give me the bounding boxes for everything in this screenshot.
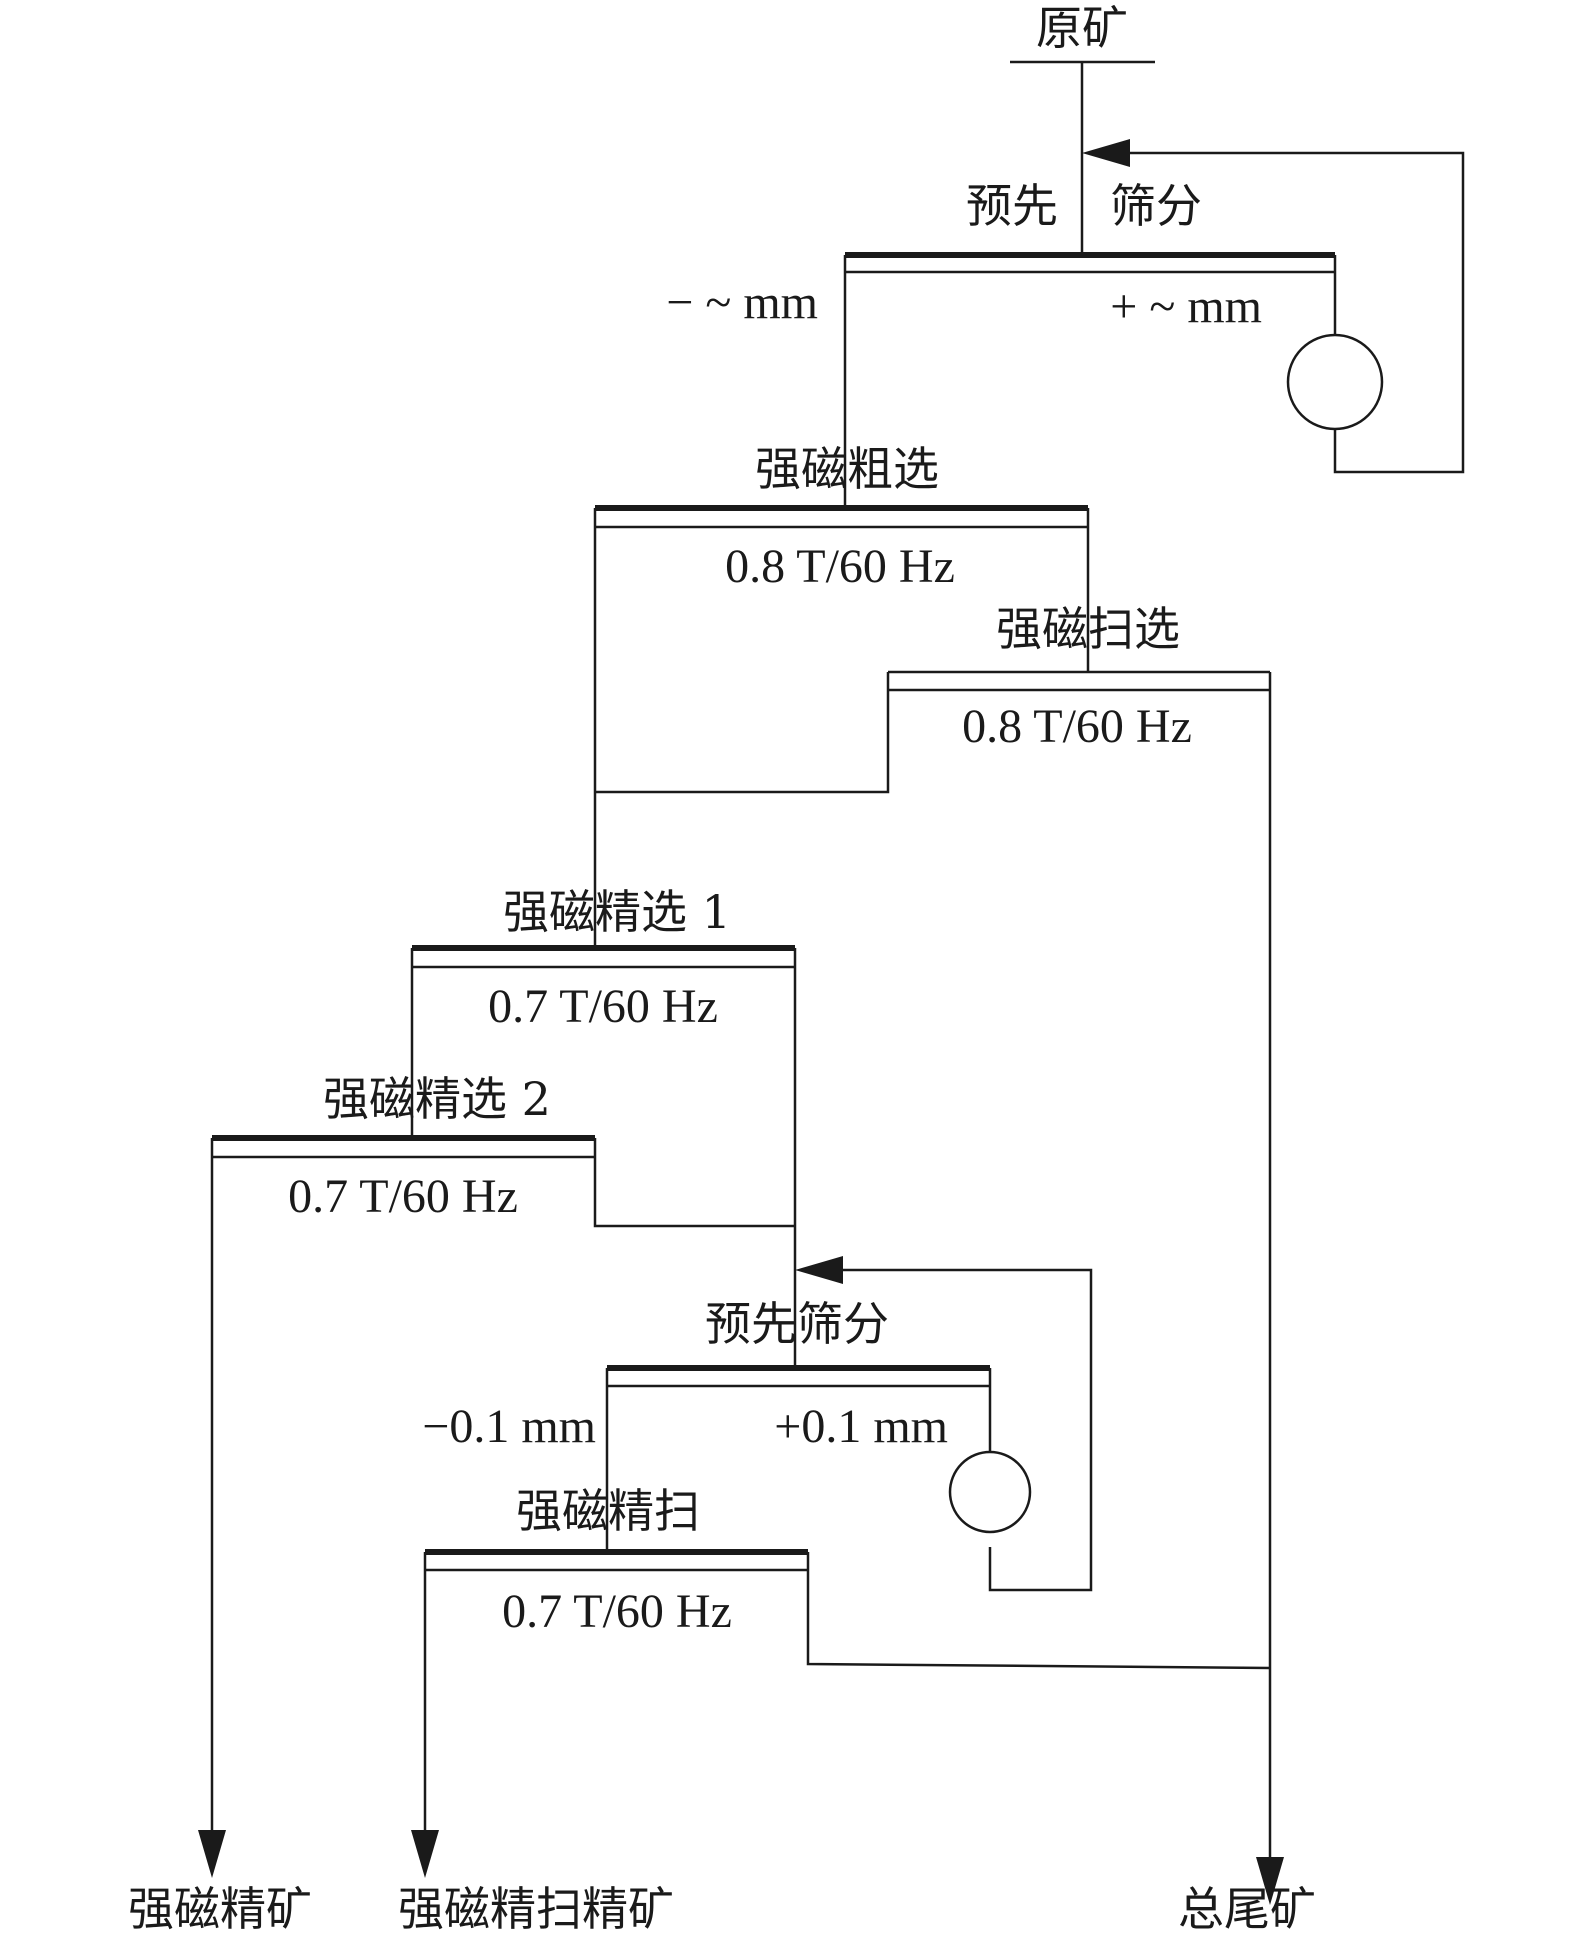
pre-screening-2-screen — [607, 1365, 990, 1388]
feed-label: 原矿 — [1036, 1, 1128, 55]
cleaner-2-separator — [212, 1135, 595, 1159]
mill-1-return-arrow — [1082, 139, 1130, 167]
pre-screening-1-undersize-label: − ~ mm — [666, 276, 818, 329]
cleaner-2-label: 强磁精选 2 — [323, 1072, 551, 1126]
cleaner-scavenger-setting: 0.7 T/60 Hz — [502, 1585, 732, 1638]
cleaner-scavenger-tailings-line — [806, 1552, 1271, 1670]
pre-screening-1-oversize-label: + ~ mm — [1110, 280, 1262, 333]
concentrate-arrow — [198, 1830, 226, 1878]
pre-screening-2-undersize-label: −0.1 mm — [422, 1400, 596, 1453]
product-tailings-label: 总尾矿 — [1178, 1882, 1316, 1935]
scavenger-separator — [888, 670, 1270, 692]
product-scavenger-concentrate-label: 强磁精扫精矿 — [398, 1882, 674, 1935]
rougher-setting: 0.8 T/60 Hz — [725, 540, 955, 593]
mill-2-return-arrow — [795, 1256, 843, 1284]
product-concentrate-label: 强磁精矿 — [128, 1882, 312, 1935]
cleaner-1-label: 强磁精选 1 — [503, 885, 731, 939]
cleaner-scavenger-separator — [425, 1549, 808, 1572]
pre-screening-2-label: 预先筛分 — [705, 1297, 889, 1351]
pre-screening-1-label-right: 筛分 — [1110, 179, 1202, 233]
scavenger-concentrate-return-line — [595, 672, 890, 794]
mill-2-icon — [948, 1450, 1032, 1534]
mill-1-return-line — [1115, 151, 1465, 474]
cleaner-2-setting: 0.7 T/60 Hz — [288, 1170, 518, 1223]
pre-screening-1-screen — [845, 252, 1335, 274]
mill-1-icon — [1286, 333, 1384, 431]
cleaner-2-tailings-line — [593, 1138, 795, 1228]
pre-screening-1-label-left: 预先 — [966, 179, 1058, 233]
mill-2-return-line — [830, 1268, 1093, 1592]
cleaner-1-setting: 0.7 T/60 Hz — [488, 980, 718, 1033]
scavenger-label: 强磁扫选 — [996, 602, 1180, 656]
rougher-label: 强磁粗选 — [755, 442, 939, 496]
cleaner-scavenger-label: 强磁精扫 — [516, 1484, 700, 1538]
cleaner-1-separator — [412, 945, 795, 969]
scavenger-concentrate-arrow — [411, 1830, 439, 1878]
tailings-arrow — [1256, 1857, 1284, 1905]
rougher-separator — [595, 505, 1088, 529]
pre-screening-2-oversize-label: +0.1 mm — [774, 1400, 948, 1453]
scavenger-setting: 0.8 T/60 Hz — [962, 700, 1192, 753]
